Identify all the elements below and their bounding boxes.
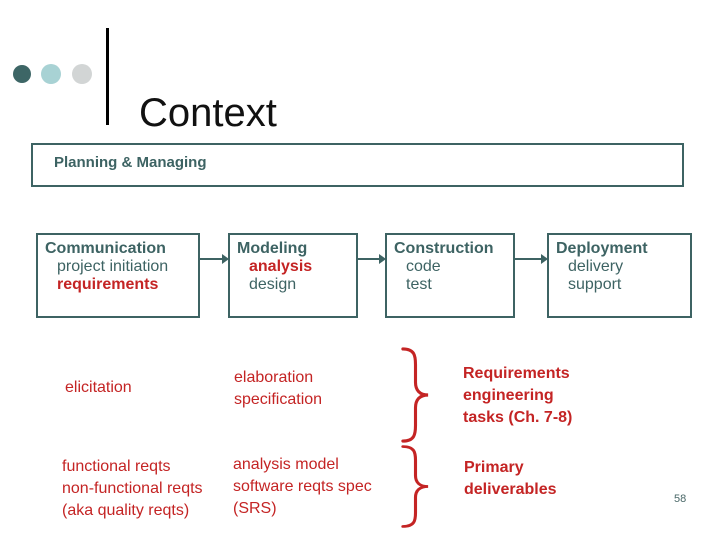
process-box-title: Modeling	[237, 240, 308, 257]
slide-title: Context	[139, 90, 277, 135]
note-line: functional reqts	[62, 458, 171, 475]
process-item: support	[568, 276, 622, 293]
note-line: specification	[234, 391, 323, 408]
arrow-head	[222, 254, 229, 264]
process-box-title: Deployment	[556, 240, 648, 257]
elaboration-specification-label: elaboration specification	[234, 367, 322, 411]
note-line: Primary	[464, 459, 524, 476]
functional-reqts-label: functional reqts non-functional reqts (a…	[62, 456, 203, 522]
process-box-title: Construction	[394, 240, 494, 257]
arrow-shaft	[199, 258, 224, 260]
planning-managing-label: Planning & Managing	[54, 154, 207, 171]
note-line: software reqts spec	[233, 478, 372, 495]
flow-arrow-icon	[513, 252, 548, 266]
note-line: (aka quality reqts)	[62, 502, 190, 519]
bullet-dot-dark-icon	[13, 65, 31, 83]
primary-deliverables-label: Primary deliverables	[464, 457, 557, 501]
process-box-deployment: Deployment delivery support	[547, 233, 692, 318]
elicitation-label: elicitation	[65, 379, 132, 396]
process-item: design	[249, 276, 297, 293]
note-line: elaboration	[234, 369, 314, 386]
page-number: 58	[674, 493, 687, 505]
process-item: analysis	[249, 258, 313, 275]
process-item: requirements	[57, 276, 159, 293]
title-divider-line	[106, 28, 109, 125]
planning-managing-box: Planning & Managing	[31, 143, 684, 187]
curly-brace-icon	[399, 444, 432, 529]
arrow-head	[379, 254, 386, 264]
process-box-construction: Construction code test	[385, 233, 515, 318]
process-box-communication: Communication project initiation require…	[36, 233, 200, 318]
process-item: delivery	[568, 258, 624, 275]
bullet-dot-light-icon	[41, 64, 61, 84]
arrow-shaft	[513, 258, 543, 260]
note-line: tasks (Ch. 7-8)	[463, 409, 573, 426]
arrow-shaft	[356, 258, 381, 260]
process-item: code	[406, 258, 441, 275]
process-item: project initiation	[57, 258, 169, 275]
curly-brace-icon	[399, 346, 432, 444]
requirements-engineering-tasks-label: Requirements engineering tasks (Ch. 7-8)	[463, 363, 572, 429]
process-item: test	[406, 276, 432, 293]
note-line: non-functional reqts	[62, 480, 203, 497]
bullet-dot-gray-icon	[72, 64, 92, 84]
flow-arrow-icon	[356, 252, 386, 266]
note-line: analysis model	[233, 456, 339, 473]
arrow-head	[541, 254, 548, 264]
analysis-model-label: analysis model software reqts spec (SRS)	[233, 454, 372, 520]
note-line: (SRS)	[233, 500, 277, 517]
flow-arrow-icon	[199, 252, 229, 266]
note-line: deliverables	[464, 481, 557, 498]
process-box-title: Communication	[45, 240, 166, 257]
process-box-modeling: Modeling analysis design	[228, 233, 358, 318]
note-line: Requirements	[463, 365, 570, 382]
note-line: engineering	[463, 387, 554, 404]
